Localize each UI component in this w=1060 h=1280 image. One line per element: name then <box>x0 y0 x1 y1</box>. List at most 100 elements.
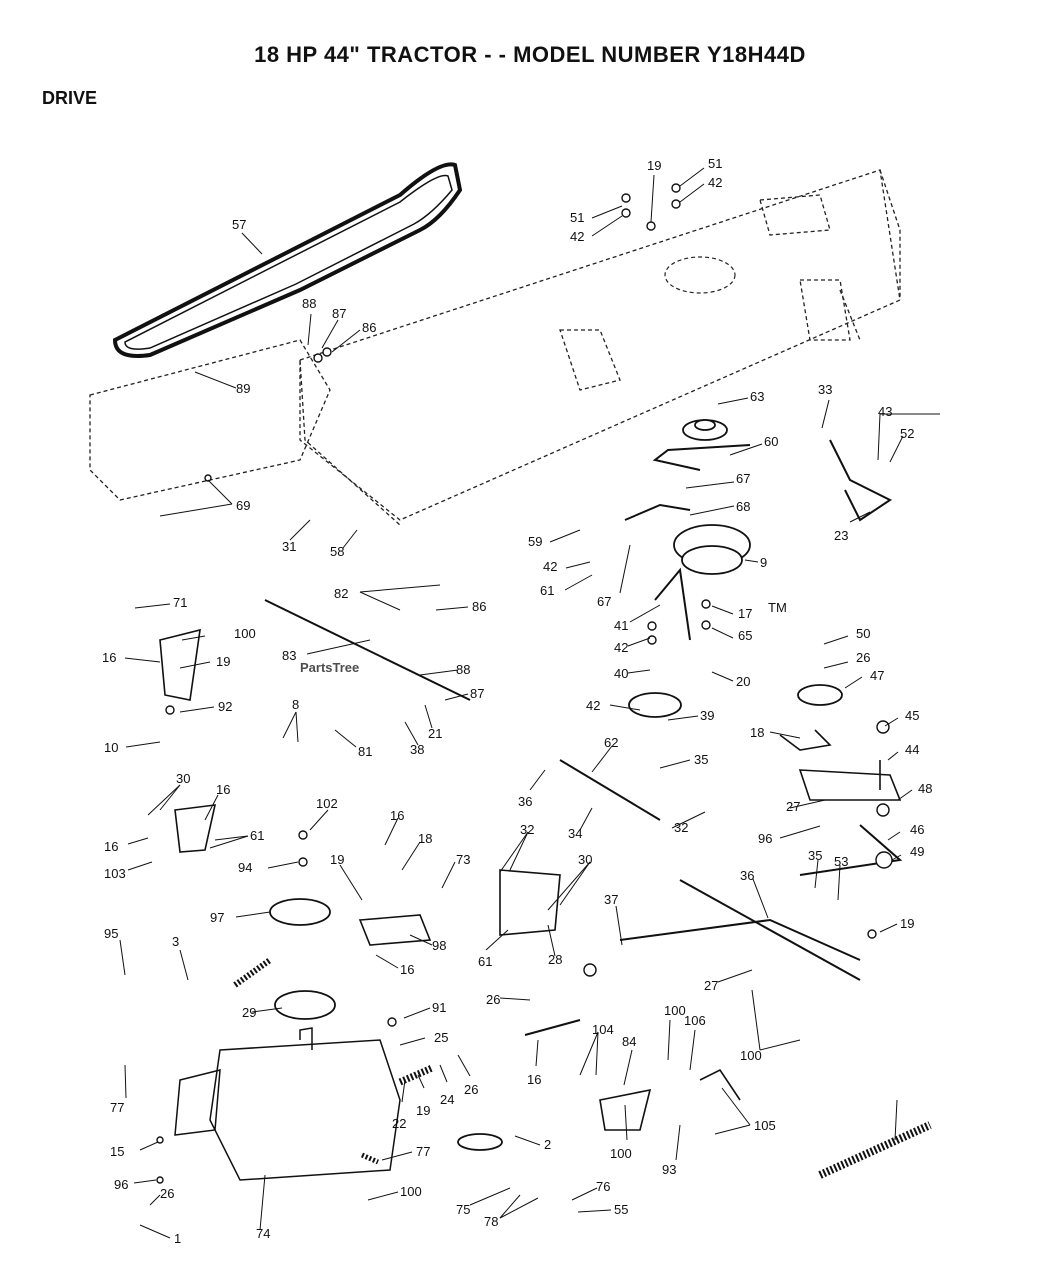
callout: 28 <box>548 952 562 967</box>
callout: 16 <box>400 962 414 977</box>
callout: 78 <box>484 1214 498 1229</box>
callout: 76 <box>596 1179 610 1194</box>
callout: 38 <box>410 742 424 757</box>
brackets <box>159 628 902 1131</box>
callout: 1 <box>174 1231 181 1246</box>
callout: 53 <box>834 854 848 869</box>
callout: 57 <box>232 217 246 232</box>
callout: 47 <box>870 668 884 683</box>
callout: 42 <box>586 698 600 713</box>
callout: 16 <box>104 839 118 854</box>
callout: 95 <box>104 926 118 941</box>
drive-belt-inner <box>124 174 453 350</box>
callouts: 57 19 51 42 51 42 88 87 86 89 69 31 58 6… <box>102 156 932 1246</box>
leader-lines <box>119 167 940 1239</box>
callout: 35 <box>694 752 708 767</box>
callout: 44 <box>905 742 919 757</box>
callout: 45 <box>905 708 919 723</box>
callout: 27 <box>704 978 718 993</box>
callout: 51 <box>570 210 584 225</box>
callout: 50 <box>856 626 870 641</box>
callout: 63 <box>750 389 764 404</box>
callout: 36 <box>518 794 532 809</box>
callout: 67 <box>736 471 750 486</box>
frame-hole <box>664 256 736 294</box>
callout: 3 <box>172 934 179 949</box>
callout: 67 <box>597 594 611 609</box>
frame-drawing <box>89 169 901 526</box>
callout: 100 <box>400 1184 422 1199</box>
hardware <box>156 183 893 1184</box>
callout: 42 <box>570 229 584 244</box>
callout: 84 <box>622 1034 636 1049</box>
springs <box>233 957 932 1179</box>
callout: 16 <box>390 808 404 823</box>
callout: 87 <box>470 686 484 701</box>
callout: 30 <box>176 771 190 786</box>
callout: 32 <box>674 820 688 835</box>
callout: 100 <box>610 1146 632 1161</box>
callout: 71 <box>173 595 187 610</box>
callout: 106 <box>684 1013 706 1028</box>
callout: 19 <box>416 1103 430 1118</box>
callout: 26 <box>856 650 870 665</box>
callout: 32 <box>520 822 534 837</box>
callout: 89 <box>236 381 250 396</box>
callout: 18 <box>418 831 432 846</box>
callout: 31 <box>282 539 296 554</box>
callout: 16 <box>216 782 230 797</box>
page-title: 18 HP 44" TRACTOR - - MODEL NUMBER Y18H4… <box>254 42 806 67</box>
callout: 34 <box>568 826 582 841</box>
callout: 19 <box>330 852 344 867</box>
callout: 61 <box>540 583 554 598</box>
callout: 77 <box>110 1100 124 1115</box>
callout: 61 <box>250 828 264 843</box>
callout: 74 <box>256 1226 270 1241</box>
callout: 17 <box>738 606 752 621</box>
drive-belt <box>112 162 463 358</box>
callout: 65 <box>738 628 752 643</box>
callout: 52 <box>900 426 914 441</box>
callout: 48 <box>918 781 932 796</box>
callout: 29 <box>242 1005 256 1020</box>
transaxle <box>174 1027 401 1181</box>
callout: 96 <box>114 1177 128 1192</box>
callout: 51 <box>708 156 722 171</box>
shafts <box>264 439 903 1036</box>
callout: 88 <box>302 296 316 311</box>
callout: 94 <box>238 860 252 875</box>
pulleys <box>269 419 843 1151</box>
callout: 41 <box>614 618 628 633</box>
callout: 42 <box>708 175 722 190</box>
callout: 55 <box>614 1202 628 1217</box>
callout: 18 <box>750 725 764 740</box>
callout: 104 <box>592 1022 614 1037</box>
callout: 77 <box>416 1144 430 1159</box>
callout: 43 <box>878 404 892 419</box>
callout: 19 <box>647 158 661 173</box>
callout: 100 <box>740 1048 762 1063</box>
callout: 105 <box>754 1118 776 1133</box>
callout: 10 <box>104 740 118 755</box>
callout: 23 <box>834 528 848 543</box>
callout: 35 <box>808 848 822 863</box>
callout: 75 <box>456 1202 470 1217</box>
callout: 100 <box>234 626 256 641</box>
callout: 88 <box>456 662 470 677</box>
callout: 97 <box>210 910 224 925</box>
callout: 26 <box>486 992 500 1007</box>
callout: 87 <box>332 306 346 321</box>
callout: 62 <box>604 735 618 750</box>
callout: 16 <box>102 650 116 665</box>
section-label: DRIVE <box>42 88 98 108</box>
callout: 58 <box>330 544 344 559</box>
callout: 96 <box>758 831 772 846</box>
callout: 40 <box>614 666 628 681</box>
callout: 9 <box>760 555 767 570</box>
callout: 21 <box>428 726 442 741</box>
callout: 36 <box>740 868 754 883</box>
callout: 83 <box>282 648 296 663</box>
callout: 33 <box>818 382 832 397</box>
callout: 20 <box>736 674 750 689</box>
